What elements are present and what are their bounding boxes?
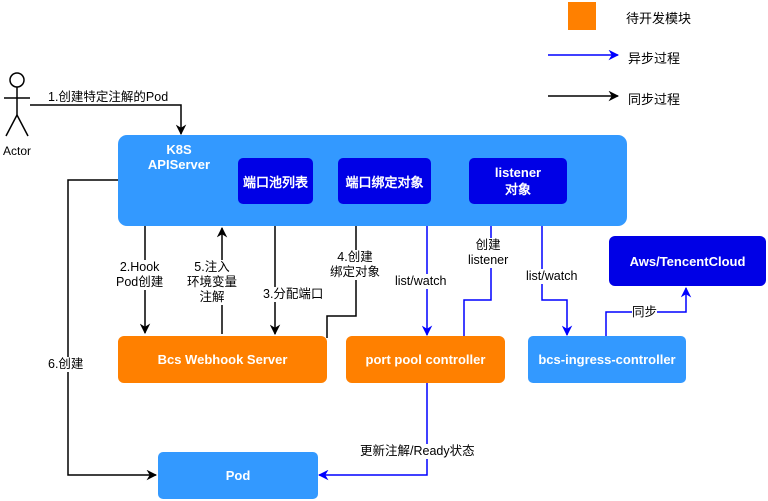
edge-create-listener-label: 创建 listener — [468, 238, 509, 268]
edge-update — [317, 383, 428, 481]
edge-3-label: 3.分配端口 — [263, 287, 324, 302]
legend-sync-label: 同步过程 — [628, 92, 681, 107]
legend-module-swatch — [568, 2, 596, 30]
edge-update-label: 更新注解/Ready状态 — [360, 444, 475, 459]
pod-node: Pod — [158, 452, 318, 499]
edge-listwatch-1-label: list/watch — [395, 274, 447, 289]
ingress-controller-node: bcs-ingress-controller — [528, 336, 686, 383]
edge-6 — [67, 179, 158, 481]
edge-listwatch-2 — [541, 204, 573, 337]
legend-async-label: 异步过程 — [628, 51, 681, 66]
apiserver-label: K8S APIServer — [147, 142, 211, 172]
edge-sync-label: 同步 — [632, 305, 658, 320]
actor-figure — [4, 72, 30, 137]
legend-module-label: 待开发模块 — [626, 11, 692, 26]
edge-2-label: 2.Hook Pod创建 — [116, 260, 164, 290]
actor-label: Actor — [2, 144, 31, 158]
webhook-server-node: Bcs Webhook Server — [118, 336, 327, 383]
cloud-node: Aws/TencentCloud — [609, 236, 766, 286]
port-pool-list-node: 端口池列表 — [238, 158, 313, 204]
edge-5-label: 5.注入 环境变量 注解 — [187, 260, 238, 305]
port-binding-node: 端口绑定对象 — [338, 158, 431, 204]
edge-4-label: 4.创建 绑定对象 — [330, 250, 381, 280]
port-pool-controller-node: port pool controller — [346, 336, 505, 383]
edge-listwatch-2-label: list/watch — [526, 269, 578, 284]
edge-1-label: 1.创建特定注解的Pod — [48, 90, 169, 104]
edge-6-label: 6.创建 — [48, 357, 84, 372]
edge-1 — [30, 104, 187, 136]
listener-node: listener 对象 — [469, 158, 567, 204]
